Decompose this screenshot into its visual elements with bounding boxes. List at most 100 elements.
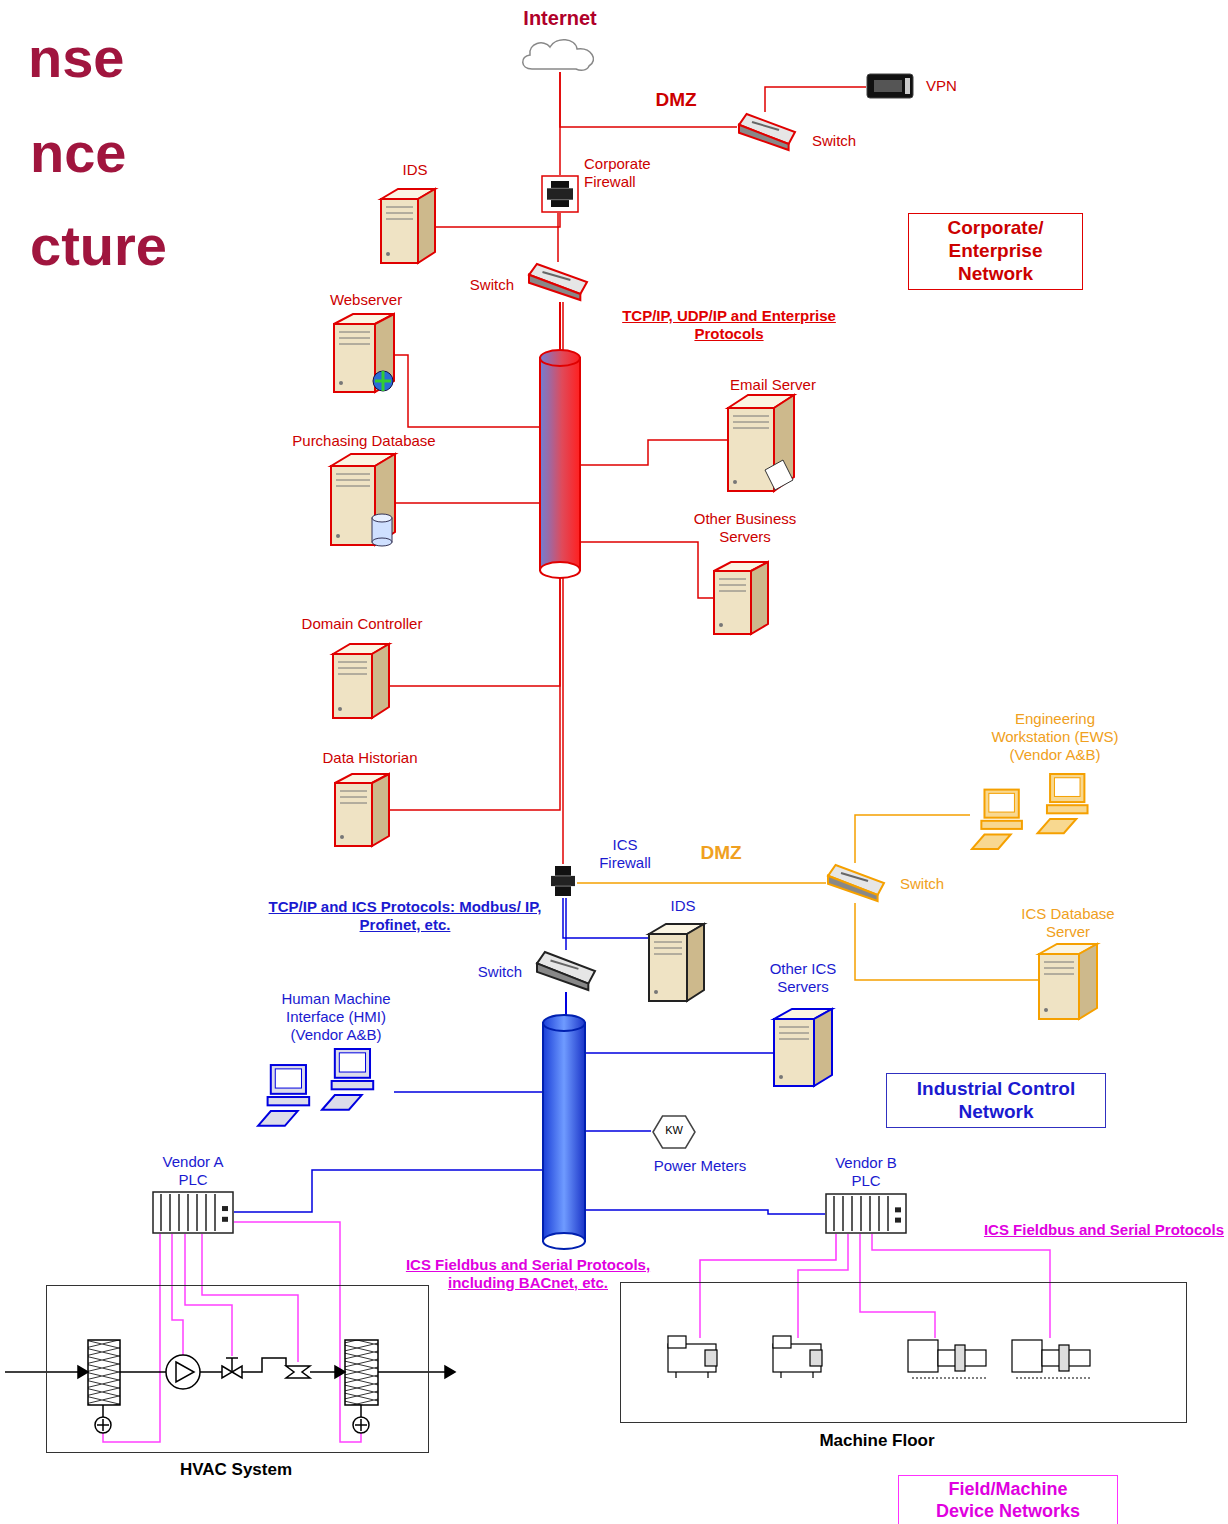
node-label: Vendor A PLC [158,1153,228,1189]
switch-icon [737,112,797,152]
network-link [557,213,559,262]
server-icon: Data Historian [334,773,390,847]
fwbox-icon [541,175,579,213]
server-icon [334,773,390,847]
server-icon: IDS [648,923,705,1002]
server-icon: Other Business Servers [713,561,769,635]
network-link [394,992,566,1092]
network-link [577,882,826,884]
switch-icon [527,262,589,302]
server-icon: Other ICS Servers [773,1008,833,1087]
ics-bus [543,1015,585,1249]
switch-icon [826,863,886,903]
network-switch: Switch [826,863,886,903]
server-icon [1038,943,1098,1020]
corporate-bus [540,350,580,578]
workstation-icon: Engineering Workstation (EWS) (Vendor A&… [970,773,1108,853]
node-label: ICS Firewall [585,836,665,872]
server-icon: Webserver [333,313,395,393]
protocol-label: ICS Fieldbus and Serial Protocols, inclu… [378,1256,678,1292]
node-label: Vendor B PLC [831,1154,901,1190]
node-label: Industrial Control Network [891,1078,1101,1124]
node-label: Webserver [306,291,426,309]
network-link [396,302,560,503]
mail-icon [727,394,795,492]
zone-label: DMZ [681,842,761,865]
network-link [765,87,866,112]
node-label: KW [654,1124,694,1137]
internet-cloud: Internet [520,36,600,72]
node-label: IDS [653,897,713,915]
node-label: Domain Controller [277,615,447,633]
node-label: Engineering Workstation (EWS) (Vendor A&… [985,710,1125,764]
system-frame: HVAC System [46,1285,429,1453]
node-label: IDS [385,161,445,179]
node-label: Switch [444,276,514,294]
node-label: Data Historian [300,749,440,767]
server-icon: Domain Controller [332,643,390,719]
zone-box: Corporate/ Enterprise Network [908,213,1083,290]
title-fragment: nce [30,125,230,181]
node-label: Switch [812,132,882,150]
zone-box: Field/Machine Device Networks [898,1475,1118,1524]
hvac-process [5,1340,455,1433]
field-wires [103,1222,1050,1442]
plc-rack: Vendor B PLC [825,1193,907,1234]
server-icon [648,923,705,1002]
network-switch: Switch [737,112,797,152]
switch-icon [535,950,597,992]
server-icon [332,643,390,719]
workstation-icon: Human Machine Interface (HMI) (Vendor A&… [256,1048,394,1130]
network-link [390,302,560,810]
server-icon [773,1008,833,1087]
network-link [395,302,560,427]
network-link [159,1234,161,1285]
node-label: Purchasing Database [269,432,459,450]
node-label: Other ICS Servers [753,960,853,996]
ws-icon [970,773,1108,853]
network-switch: Switch [527,262,589,302]
firewall: Corporate Firewall [541,175,579,213]
node-label: Other Business Servers [685,510,805,546]
protocol-label: TCP/IP, UDP/IP and Enterprise Protocols [597,307,862,343]
vpn-icon [866,73,914,99]
system-frame: Machine Floor [620,1282,1187,1423]
db-icon [330,453,396,546]
server-icon: Purchasing Database [330,453,396,546]
fw-icon [549,864,577,898]
server-icon: IDS [380,188,436,264]
vpn-device: VPN [866,73,914,99]
network-link [563,898,648,938]
network-link [700,1234,836,1282]
ws-icon [256,1048,394,1130]
network-link [436,213,560,227]
firewall: ICS Firewall [549,864,577,898]
node-label: Internet [505,6,615,30]
node-label: Corporate Firewall [584,155,674,191]
node-label: Email Server [713,376,833,394]
node-label: Power Meters [640,1157,760,1175]
server-icon: Email Server [727,394,795,492]
node-label: VPN [926,77,976,95]
server-icon [380,188,436,264]
zone-label: DMZ [636,89,716,112]
title-fragment: nse [28,30,228,86]
power-meter: KWPower Meters [651,1114,697,1150]
machines [668,1336,1090,1378]
network-link [234,992,566,1212]
node-label: Switch [452,963,522,981]
node-label: Corporate/ Enterprise Network [913,217,1078,285]
node-label: Field/Machine Device Networks [918,1479,1098,1522]
node-label: Human Machine Interface (HMI) (Vendor A&… [271,990,401,1044]
network-link [855,815,970,863]
title-fragment: cture [30,218,260,274]
zone-box: Industrial Control Network [886,1073,1106,1128]
network-link [855,903,1038,980]
plc-icon [152,1191,234,1234]
network-link [560,72,737,127]
node-label: ICS Database Server [1008,905,1128,941]
network-link [560,302,713,598]
plc-icon [825,1193,907,1234]
server-icon: ICS Database Server [1038,943,1098,1020]
